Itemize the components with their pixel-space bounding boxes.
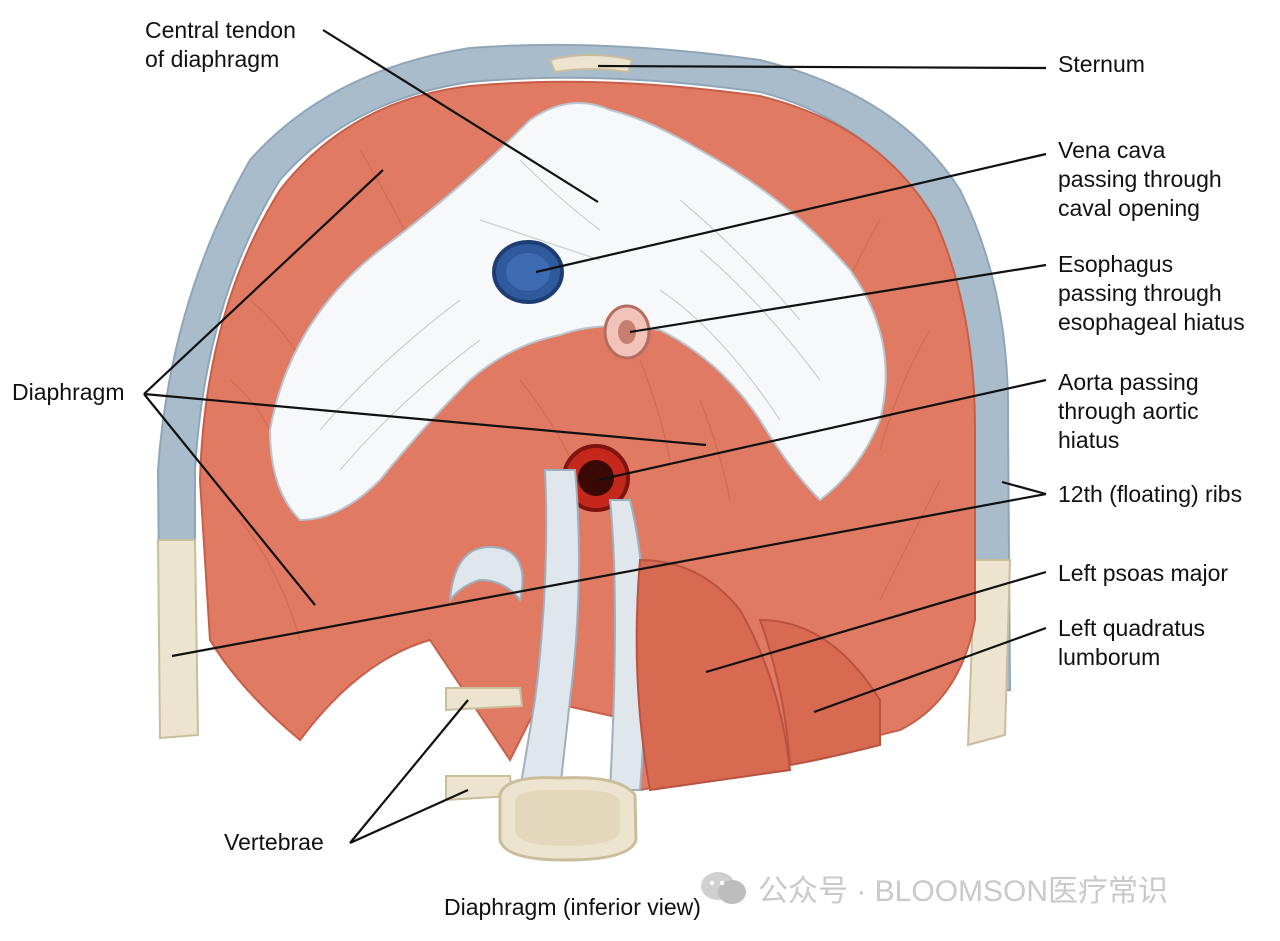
label-esophagus: Esophagus passing through esophageal hia… [1058, 250, 1245, 337]
leader-vena-cava [535, 152, 1047, 274]
right-floating-rib [966, 559, 1012, 747]
label-line: Vena cava [1058, 137, 1166, 163]
label-aorta: Aorta passing through aortic hiatus [1058, 368, 1199, 455]
label-line: Sternum [1058, 51, 1145, 77]
label-diaphragm: Diaphragm [12, 378, 125, 407]
vena-cava-lumen [506, 253, 550, 291]
label-left-quadratus: Left quadratus lumborum [1058, 614, 1205, 672]
label-vertebrae: Vertebrae [224, 828, 324, 857]
leader-lines [143, 29, 1047, 845]
costal-cartilage-rim [156, 43, 1012, 691]
figure-caption: Diaphragm (inferior view) [444, 894, 701, 920]
left-psoas-major-shape [635, 558, 792, 792]
leader-floating-rib-left [171, 492, 1047, 658]
label-line: Central tendon [145, 17, 296, 43]
label-line: lumborum [1058, 644, 1161, 670]
leader-floating-rib-right [1001, 480, 1047, 496]
leader-diaphragm-1 [143, 169, 384, 395]
label-line: Left quadratus [1058, 615, 1206, 641]
esophagus-lumen [618, 320, 636, 344]
leader-central-tendon [322, 29, 599, 203]
label-line: Left psoas major [1058, 560, 1229, 586]
label-sternum: Sternum [1058, 50, 1145, 79]
label-line: passing through [1058, 166, 1222, 192]
leader-aorta [597, 378, 1047, 482]
leader-left-psoas [705, 570, 1047, 674]
watermark-text: 公众号 · BLOOMSON医疗常识 [758, 875, 1169, 908]
label-line: hiatus [1058, 427, 1120, 453]
leader-left-quadratus [813, 626, 1047, 714]
label-line: passing through [1058, 280, 1222, 306]
label-left-psoas: Left psoas major [1058, 559, 1228, 588]
left-floating-rib [156, 539, 200, 740]
chat-bubble-icon [701, 872, 746, 904]
leader-vertebra-upper [349, 699, 469, 844]
leader-diaphragm-2 [143, 392, 707, 447]
label-line: esophageal hiatus [1058, 309, 1245, 335]
label-line: through aortic [1058, 398, 1199, 424]
label-line: Vertebrae [224, 829, 324, 855]
sternum-shape [548, 54, 634, 74]
leader-sternum [597, 64, 1047, 70]
tendon-fibers [319, 159, 821, 471]
label-line: of diaphragm [145, 46, 280, 72]
leader-vertebra-lower [349, 788, 469, 845]
aorta-lumen [578, 460, 614, 496]
leader-esophagus [629, 263, 1047, 334]
label-central-tendon: Central tendon of diaphragm [145, 16, 296, 74]
label-vena-cava: Vena cava passing through caval opening [1058, 136, 1222, 223]
label-line: caval opening [1058, 195, 1200, 221]
watermark: 公众号 · BLOOMSON医疗常识 [700, 866, 1168, 910]
label-line: Diaphragm [12, 379, 125, 405]
leader-diaphragm-3 [143, 393, 316, 606]
arcuate-ligament [448, 546, 524, 604]
vertebra-upper [445, 687, 524, 712]
label-line: Aorta passing [1058, 369, 1199, 395]
label-line: 12th (floating) ribs [1058, 481, 1243, 507]
label-line: Esophagus [1058, 251, 1174, 277]
vertebral-body-inner [515, 789, 620, 846]
label-floating-ribs: 12th (floating) ribs [1058, 480, 1242, 509]
